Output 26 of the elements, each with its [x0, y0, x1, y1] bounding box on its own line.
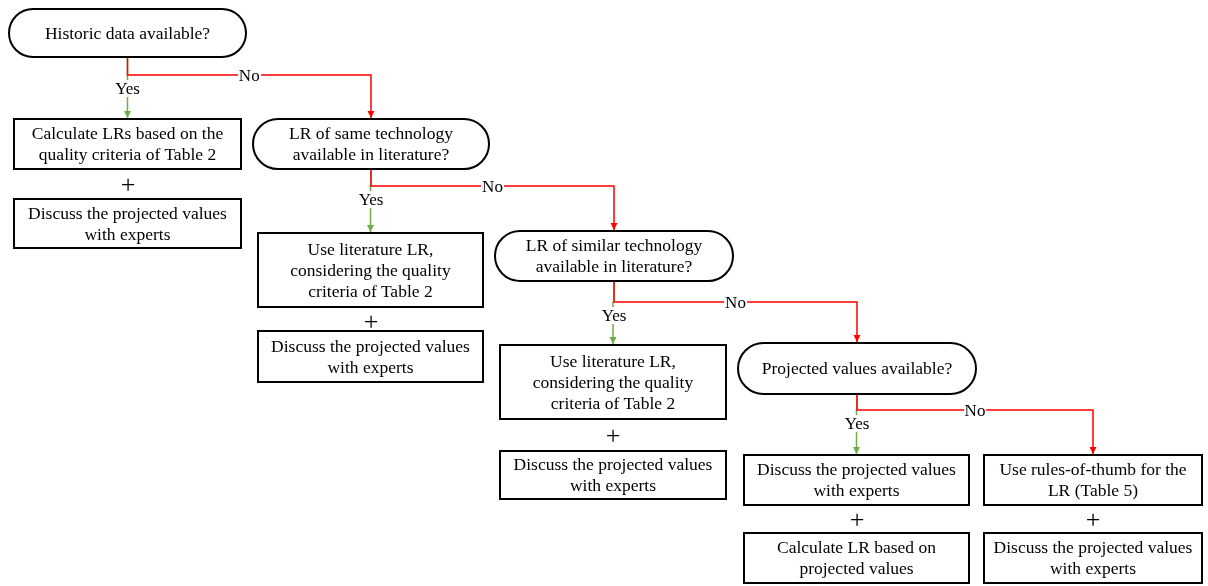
- edge-label: Yes: [600, 306, 628, 324]
- edge-label: Yes: [357, 190, 385, 208]
- process-box: Calculate LRs based on the quality criteria of Table 2: [13, 118, 242, 170]
- plus-sign: +: [1084, 507, 1102, 533]
- process-box: Use literature LR, considering the quality criteria of Table 2: [257, 232, 484, 308]
- plus-sign: +: [119, 172, 137, 198]
- arrow: [856, 394, 1097, 455]
- process-box: Discuss the projected values with experts: [983, 532, 1203, 584]
- process-box: Use literature LR, considering the quality criteria of Table 2: [499, 344, 727, 420]
- process-box: Calculate LR based on projected values: [743, 532, 970, 584]
- plus-sign: +: [604, 423, 622, 449]
- arrow: [370, 169, 618, 231]
- decision-terminal: LR of similar technology available in literature?: [494, 230, 734, 282]
- arrow: [613, 281, 861, 343]
- plus-sign: +: [848, 507, 866, 533]
- process-box: Use rules-of-thumb for the LR (Table 5): [983, 454, 1203, 506]
- edge-label: Yes: [114, 79, 141, 97]
- decision-terminal: Historic data available?: [8, 8, 247, 58]
- process-box: Discuss the projected values with experts: [13, 198, 242, 249]
- process-box: Discuss the projected values with experts: [257, 330, 484, 383]
- process-box: Discuss the projected values with experts: [499, 450, 727, 500]
- arrow: [126, 57, 375, 119]
- edge-label: Yes: [843, 414, 871, 432]
- process-box: Discuss the projected values with experts: [743, 454, 970, 506]
- decision-terminal: LR of same technology available in literature?: [252, 118, 490, 170]
- decision-terminal: Projected values available?: [737, 342, 977, 395]
